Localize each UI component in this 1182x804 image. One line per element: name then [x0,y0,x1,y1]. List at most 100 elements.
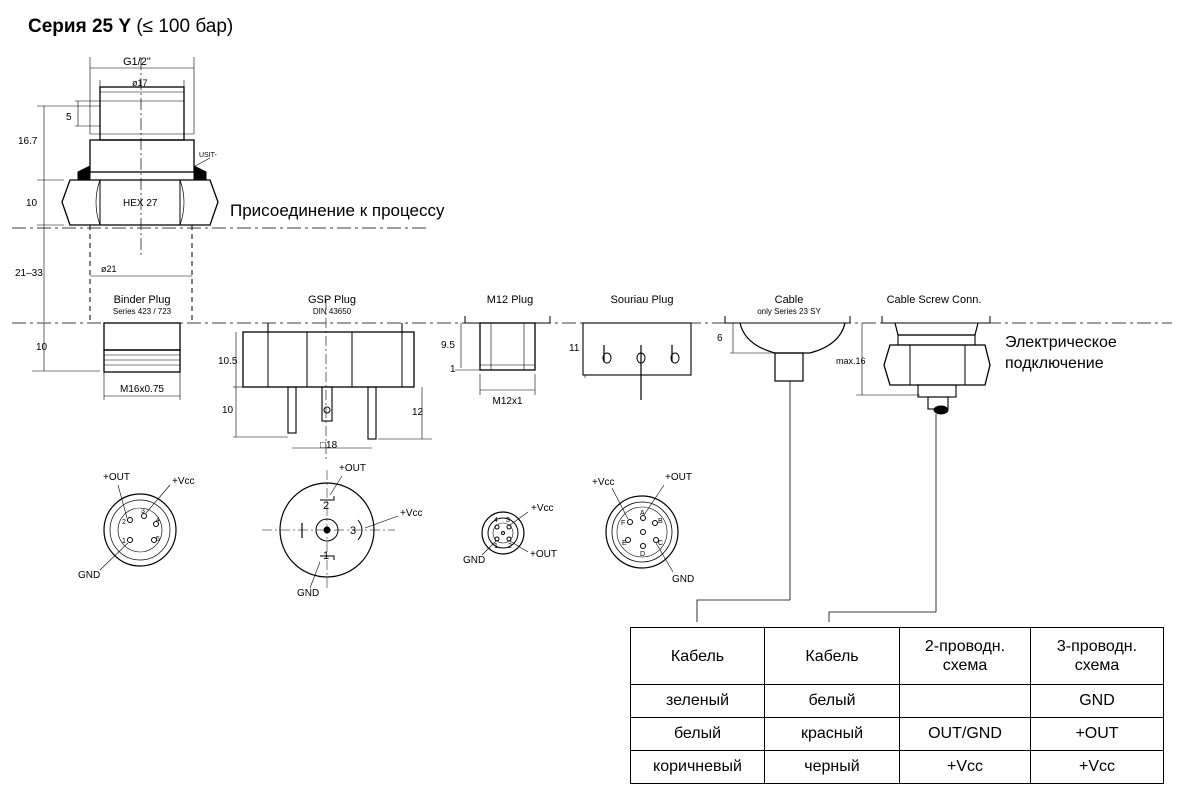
m12-thread: M12x1 [492,396,523,407]
m12-plug-drawing [455,316,551,395]
souriau-plug-drawing [582,322,692,400]
connector-cable-sub: only Series 23 SY [757,307,821,316]
svg-text:5: 5 [156,536,160,543]
gsp-dim-10-5: 10.5 [218,356,238,367]
table-cell: GND [1030,684,1164,718]
pressure-range: (≤ 100 бар) [136,16,234,37]
pin-numbers: 2 3 4 1 5 4 3 1 2 F A B E D C [122,508,663,558]
hex-label: HEX 27 [123,198,158,209]
cable-drawing [696,316,851,622]
binder-pinout [99,484,177,571]
table-cell: +OUT [1030,717,1164,751]
souriau-pinout [605,484,679,573]
gsp-pin-2: 2 [323,500,330,512]
table-row: зеленый белый GND [630,684,1164,718]
connector-gsp-label: GSP Plug [307,294,357,306]
table-cell: +Vcc [899,750,1031,784]
svg-text:A: A [640,510,645,517]
connector-binder-label: Binder Plug [113,294,171,306]
binder-dim-10: 10 [36,342,48,353]
table-cell: черный [764,750,900,784]
souriau-dim-11: 11 [569,343,580,354]
header-2wire: 2-проводн.схема [899,627,1031,685]
page-title: Серия 25 Y (≤ 100 бар) [28,16,233,38]
souriau-pin-gnd: GND [672,574,695,585]
svg-text:4: 4 [494,517,498,524]
m12-pinout [481,511,529,556]
svg-text:3: 3 [141,508,145,515]
table-cell: красный [764,717,900,751]
cable-screw-drawing [828,316,991,622]
binder-thread: M16x0.75 [120,384,164,395]
gsp-dim-18: □18 [320,440,338,451]
dim-10: 10 [26,198,38,209]
connector-gsp-sub: DIN 43650 [312,307,352,316]
series-title: Серия 25 Y [28,16,132,37]
dim-21-33: 21–33 [15,268,43,279]
table-header-row: Кабель Кабель 2-проводн.схема 3-проводн.… [630,627,1164,685]
electrical-connection-label-2: подключение [1005,355,1104,372]
gsp-pin-3: 3 [350,525,357,537]
table-cell: +Vcc [1030,750,1164,784]
diam17-label: ø17 [132,78,148,88]
svg-text:F: F [621,520,625,527]
usit-label: USIT- [199,152,217,159]
svg-text:E: E [622,540,627,547]
m12-pin-gnd: GND [463,555,486,566]
gsp-pin-1: 1 [323,550,330,562]
sensor-body [61,58,219,322]
svg-text:3: 3 [506,517,510,524]
diam21-label: ø21 [101,264,117,274]
binder-pin-out: +OUT [103,472,130,483]
svg-text:B: B [658,518,663,525]
gsp-dim-12: 12 [412,407,424,418]
gsp-pin-out: +OUT [339,463,366,474]
connector-m12-label: M12 Plug [486,294,534,306]
connector-souriau-label: Souriau Plug [610,294,674,306]
svg-text:C: C [658,540,663,547]
binder-pin-gnd: GND [78,570,101,581]
svg-text:1: 1 [494,543,498,550]
wiring-table: Кабель Кабель 2-проводн.схема 3-проводн.… [630,627,1164,784]
table-cell: белый [630,717,765,751]
connector-screw-label: Cable Screw Conn. [886,294,982,306]
m12-dim-1: 1 [450,364,456,375]
table-row: белый красный OUT/GND +OUT [630,717,1164,751]
svg-text:2: 2 [508,543,512,550]
svg-text:4: 4 [156,517,160,524]
header-3wire: 3-проводн.схема [1030,627,1164,685]
table-cell [899,684,1031,718]
souriau-pin-vcc: +Vcc [592,477,615,488]
svg-text:1: 1 [122,538,126,545]
connector-binder-sub: Series 423 / 723 [112,307,172,316]
table-cell: зеленый [630,684,765,718]
m12-pin-out: +OUT [530,549,557,560]
gsp-dim-10: 10 [222,405,234,416]
thread-label: G1/2" [123,56,151,68]
header-cable-2: Кабель [764,627,900,685]
table-cell: коричневый [630,750,765,784]
svg-text:2: 2 [122,519,126,526]
gsp-plug-drawing [233,300,432,460]
table-row: коричневый черный +Vcc +Vcc [630,750,1164,784]
table-cell: OUT/GND [899,717,1031,751]
process-connection-label: Присоединение к процессу [230,201,445,220]
gsp-pin-gnd: GND [297,588,320,599]
binder-plug-drawing [103,322,181,400]
dim-16-7: 16.7 [18,136,38,147]
electrical-connection-label-1: Электрическое [1005,334,1117,351]
m12-dim-9-5: 9.5 [441,340,455,351]
m12-pin-vcc: +Vcc [531,503,554,514]
header-cable-1: Кабель [630,627,765,685]
gsp-pin-vcc: +Vcc [400,508,423,519]
connector-cable-label: Cable [774,294,804,306]
svg-text:D: D [640,551,645,558]
sensor-dimensions [37,57,211,322]
gsp-pinout [262,470,399,590]
cable-dim-6: 6 [717,333,723,344]
screw-dim-max16: max.16 [836,356,866,366]
souriau-pin-out: +OUT [665,472,692,483]
dim-5: 5 [66,112,72,123]
